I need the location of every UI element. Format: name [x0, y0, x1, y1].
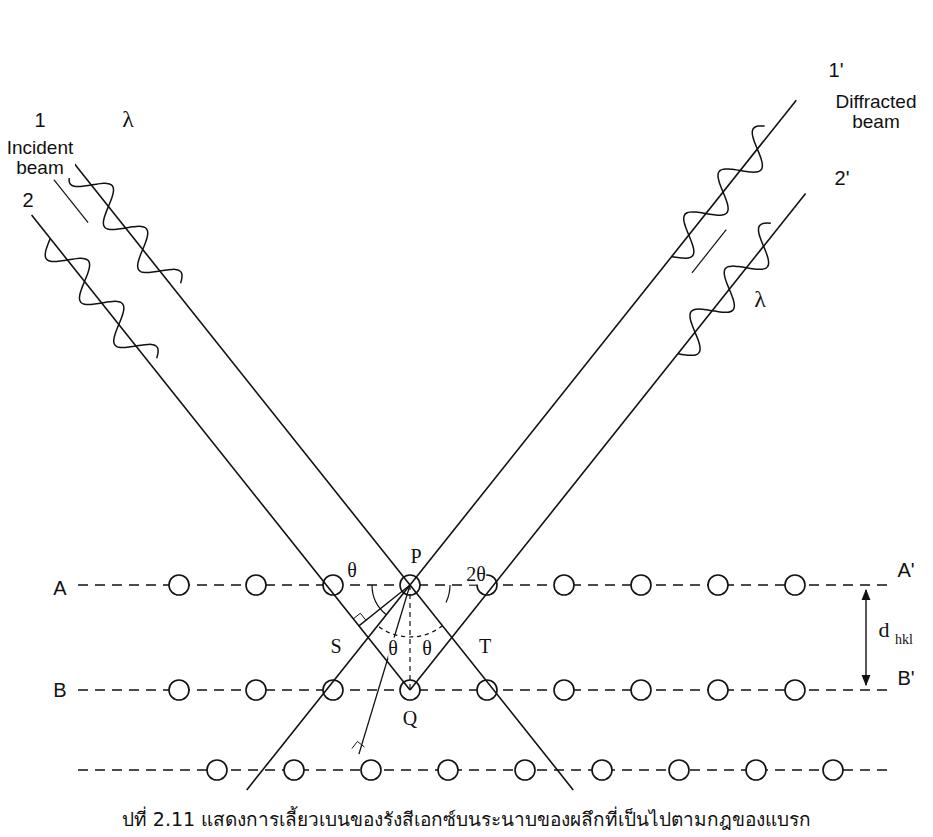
atom	[515, 760, 535, 780]
wave-2-diffracted	[678, 223, 771, 355]
diagram-label: θ	[388, 638, 398, 659]
diagram-label: 2'	[835, 168, 850, 189]
diagram-label: θ	[347, 560, 357, 581]
atom	[592, 760, 612, 780]
atom	[554, 575, 574, 595]
atom	[169, 575, 189, 595]
atom	[669, 760, 689, 780]
diagram-label: A	[53, 578, 66, 599]
incident-ray-2	[32, 215, 410, 690]
diagram-label: Q	[403, 708, 417, 729]
atom	[246, 575, 266, 595]
diagram-label: S	[330, 636, 341, 657]
right-angle-mark	[353, 613, 366, 620]
diagram-label: B'	[897, 668, 914, 689]
atom	[631, 575, 651, 595]
atom	[708, 575, 728, 595]
diagram-label: T	[479, 636, 491, 657]
atom	[284, 760, 304, 780]
lattice-plane	[78, 769, 890, 770]
atom	[823, 760, 843, 780]
perpendicular-ps	[359, 585, 410, 626]
spacing-arrow	[865, 590, 866, 685]
atom	[361, 760, 381, 780]
atom	[746, 760, 766, 780]
diagram-label: Incident beam	[5, 138, 75, 178]
wave-2	[45, 238, 158, 358]
atom	[207, 760, 227, 780]
atom	[554, 680, 574, 700]
figure-caption: ปที่ 2.11 แสดงการเลี้ยวเบนของรังสีเอกซ์บ…	[0, 804, 933, 834]
atom	[785, 680, 805, 700]
diffracted-ray-2	[410, 193, 806, 690]
theta-arc-lower	[378, 626, 443, 637]
diagram-label: λ	[122, 107, 134, 132]
diagram-label: A'	[897, 560, 914, 581]
diagram-label: d	[879, 618, 890, 641]
diagram-label: θ	[422, 638, 432, 659]
diagram-label: B	[53, 680, 66, 701]
wavelength-marker	[54, 180, 88, 223]
theta-arc	[372, 585, 386, 615]
diagram-label: λ	[754, 287, 766, 312]
two-theta-arc	[446, 585, 450, 602]
right-angle-mark	[352, 741, 365, 748]
diffracted-ray-1	[247, 100, 796, 790]
atom	[246, 680, 266, 700]
diagram-label: hkl	[895, 633, 913, 648]
atom	[438, 760, 458, 780]
perpendicular-pt	[359, 585, 410, 754]
diagram-label: 2θ	[466, 564, 486, 585]
diagram-label: 1'	[829, 60, 844, 81]
diagram-label: 2	[22, 190, 33, 211]
wavelength-marker	[692, 230, 726, 273]
diagram-label: P	[410, 546, 421, 567]
diagram-label: 1	[34, 110, 45, 131]
atom	[708, 680, 728, 700]
atom	[785, 575, 805, 595]
incident-ray-1	[55, 140, 573, 790]
atom	[169, 680, 189, 700]
diagram-label: Diffracted beam	[831, 92, 921, 132]
wave-1-diffracted	[672, 126, 765, 258]
wave-1	[69, 163, 182, 283]
atom	[631, 680, 651, 700]
